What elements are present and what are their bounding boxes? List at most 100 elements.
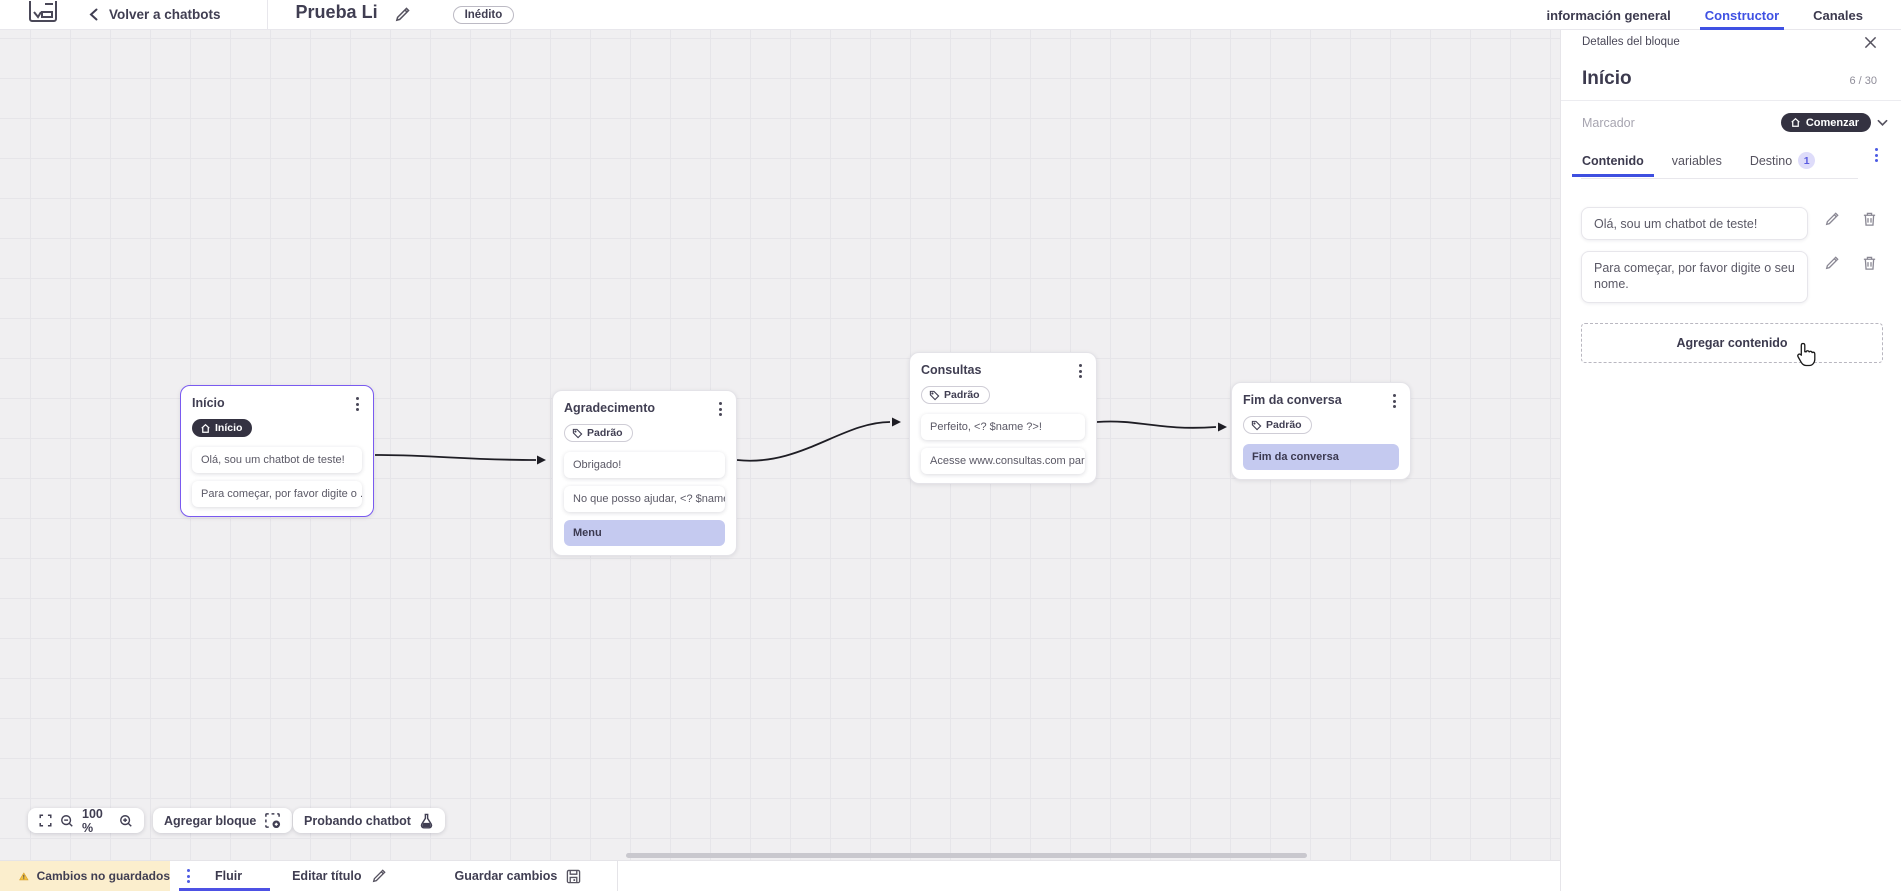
pencil-icon	[1825, 256, 1839, 270]
marker-row: Marcador Comenzar	[1561, 101, 1901, 142]
save-changes-button[interactable]: Guardar cambios	[433, 861, 604, 891]
message-card[interactable]: Para começar, por favor digite o seu nom…	[1581, 251, 1808, 303]
block-name-row: Início 6 / 30	[1561, 54, 1901, 100]
block-menu-button[interactable]	[1076, 362, 1085, 380]
pencil-icon	[372, 869, 386, 883]
zoom-out-button[interactable]	[60, 814, 74, 828]
marker-dropdown-button[interactable]	[1877, 119, 1888, 127]
block-end-card[interactable]: Fim da conversa	[1243, 443, 1399, 470]
block-message-card[interactable]: Acesse www.consultas.com par...	[921, 447, 1085, 474]
block-details-panel: Detalles del bloque Início 6 / 30 Marcad…	[1560, 30, 1901, 891]
block-type-label: Padrão	[944, 389, 980, 401]
fullscreen-icon	[39, 814, 52, 827]
unsaved-changes-banner: Cambios no guardados	[0, 861, 170, 891]
top-tabs: información general Constructor Canales	[1546, 0, 1863, 30]
panel-tabs: Contenido variables Destino 1	[1561, 142, 1901, 178]
block-menu-button[interactable]	[353, 395, 362, 413]
tab-contenido[interactable]: Contenido	[1572, 150, 1654, 177]
block-name: Início	[1582, 68, 1632, 89]
edit-title-bottom-button[interactable]: Editar título	[270, 861, 408, 891]
chevron-left-icon	[89, 8, 98, 21]
add-block-button[interactable]: Agregar bloque	[153, 808, 293, 833]
panel-divider	[1561, 100, 1901, 101]
delete-message-button[interactable]	[1862, 211, 1877, 227]
block-header: Agradecimento	[564, 400, 725, 418]
block-menu-button[interactable]	[1390, 392, 1399, 410]
app-logo[interactable]	[26, 0, 66, 29]
tab-variables[interactable]: variables	[1671, 153, 1722, 168]
close-panel-button[interactable]	[1864, 36, 1877, 49]
pencil-icon	[1825, 212, 1839, 226]
flow-block-fim-da-conversa[interactable]: Fim da conversa Padrão Fim da conversa	[1231, 382, 1411, 480]
block-type-pill: Padrão	[1243, 416, 1312, 434]
block-title: Fim da conversa	[1243, 393, 1342, 407]
bottombar-divider	[617, 861, 619, 891]
trash-icon	[1863, 256, 1876, 270]
edit-message-button[interactable]	[1824, 211, 1840, 227]
flow-block-consultas[interactable]: Consultas Padrão Perfeito, <? $name ?>! …	[909, 352, 1097, 484]
marker-select[interactable]: Comenzar	[1780, 113, 1871, 132]
block-message-card[interactable]: Perfeito, <? $name ?>!	[921, 413, 1085, 440]
tag-icon	[572, 428, 583, 438]
tag-icon	[1251, 420, 1262, 430]
edit-title-button[interactable]	[394, 6, 411, 23]
block-title: Consultas	[921, 363, 982, 377]
zoom-in-icon	[120, 814, 132, 827]
tab-fluir[interactable]: Fluir	[178, 861, 271, 891]
block-type-pill: Início	[192, 419, 253, 437]
tabs-divider	[1581, 178, 1858, 179]
block-menu-card[interactable]: Menu	[564, 519, 725, 546]
zoom-controls: 100 %	[28, 806, 144, 835]
zoom-out-icon	[61, 814, 73, 827]
back-label: Volver a chatbots	[109, 7, 221, 22]
zoom-in-button[interactable]	[119, 814, 133, 828]
flow-block-agradecimento[interactable]: Agradecimento Padrão Obrigado! No que po…	[552, 390, 737, 556]
status-badge: Inédito	[452, 5, 515, 24]
add-content-button[interactable]: Agregar contenido	[1581, 323, 1883, 363]
block-message-card[interactable]: Olá, sou um chatbot de teste!	[192, 446, 362, 473]
edit-title-label: Editar título	[292, 869, 362, 883]
tab-destino[interactable]: Destino 1	[1749, 148, 1816, 178]
home-icon	[201, 423, 210, 433]
flow-menu-button[interactable]	[184, 866, 193, 886]
bottom-bar: Cambios no guardados Fluir Editar título…	[0, 860, 1560, 891]
save-icon	[567, 869, 581, 883]
tab-canales[interactable]: Canales	[1813, 7, 1863, 23]
warning-icon	[19, 872, 29, 880]
trash-icon	[1863, 212, 1876, 226]
panel-header: Detalles del bloque	[1561, 30, 1901, 54]
block-message-card[interactable]: Para começar, por favor digite o ...	[192, 480, 362, 507]
panel-tabs-menu-button[interactable]	[1872, 146, 1881, 164]
destino-count-badge: 1	[1798, 152, 1816, 169]
save-changes-label: Guardar cambios	[454, 869, 558, 883]
tab-informacion-general[interactable]: información general	[1546, 7, 1671, 23]
panel-header-title: Detalles del bloque	[1582, 36, 1680, 48]
test-chatbot-button[interactable]: Probando chatbot	[293, 808, 445, 833]
fit-screen-button[interactable]	[39, 814, 52, 827]
edit-message-button[interactable]	[1824, 255, 1840, 271]
delete-message-button[interactable]	[1862, 255, 1877, 271]
message-row: Olá, sou um chatbot de teste!	[1561, 207, 1901, 240]
block-message-card[interactable]: No que posso ajudar, <? $name ...	[564, 485, 725, 512]
chevron-down-icon	[1877, 119, 1888, 126]
tab-destino-label: Destino	[1749, 153, 1793, 168]
close-icon	[1864, 36, 1877, 48]
canvas-horizontal-scrollbar[interactable]	[626, 853, 1307, 858]
char-counter: 6 / 30	[1849, 75, 1877, 87]
zoom-level: 100 %	[82, 806, 103, 835]
back-to-chatbots[interactable]: Volver a chatbots	[88, 7, 221, 22]
block-type-pill: Padrão	[921, 386, 990, 404]
flow-canvas[interactable]: Início Início Olá, sou um chatbot de tes…	[0, 30, 1560, 860]
home-icon	[1791, 117, 1800, 127]
message-row: Para começar, por favor digite o seu nom…	[1561, 251, 1901, 303]
block-type-pill: Padrão	[564, 424, 633, 442]
add-block-label: Agregar bloque	[164, 813, 257, 828]
flask-icon	[420, 813, 433, 829]
block-header: Início	[192, 395, 362, 413]
block-type-label: Padrão	[587, 427, 623, 439]
message-card[interactable]: Olá, sou um chatbot de teste!	[1581, 207, 1808, 240]
block-menu-button[interactable]	[716, 400, 725, 418]
tab-constructor[interactable]: Constructor	[1699, 0, 1785, 30]
block-message-card[interactable]: Obrigado!	[564, 451, 725, 478]
flow-block-inicio[interactable]: Início Início Olá, sou um chatbot de tes…	[180, 385, 374, 517]
